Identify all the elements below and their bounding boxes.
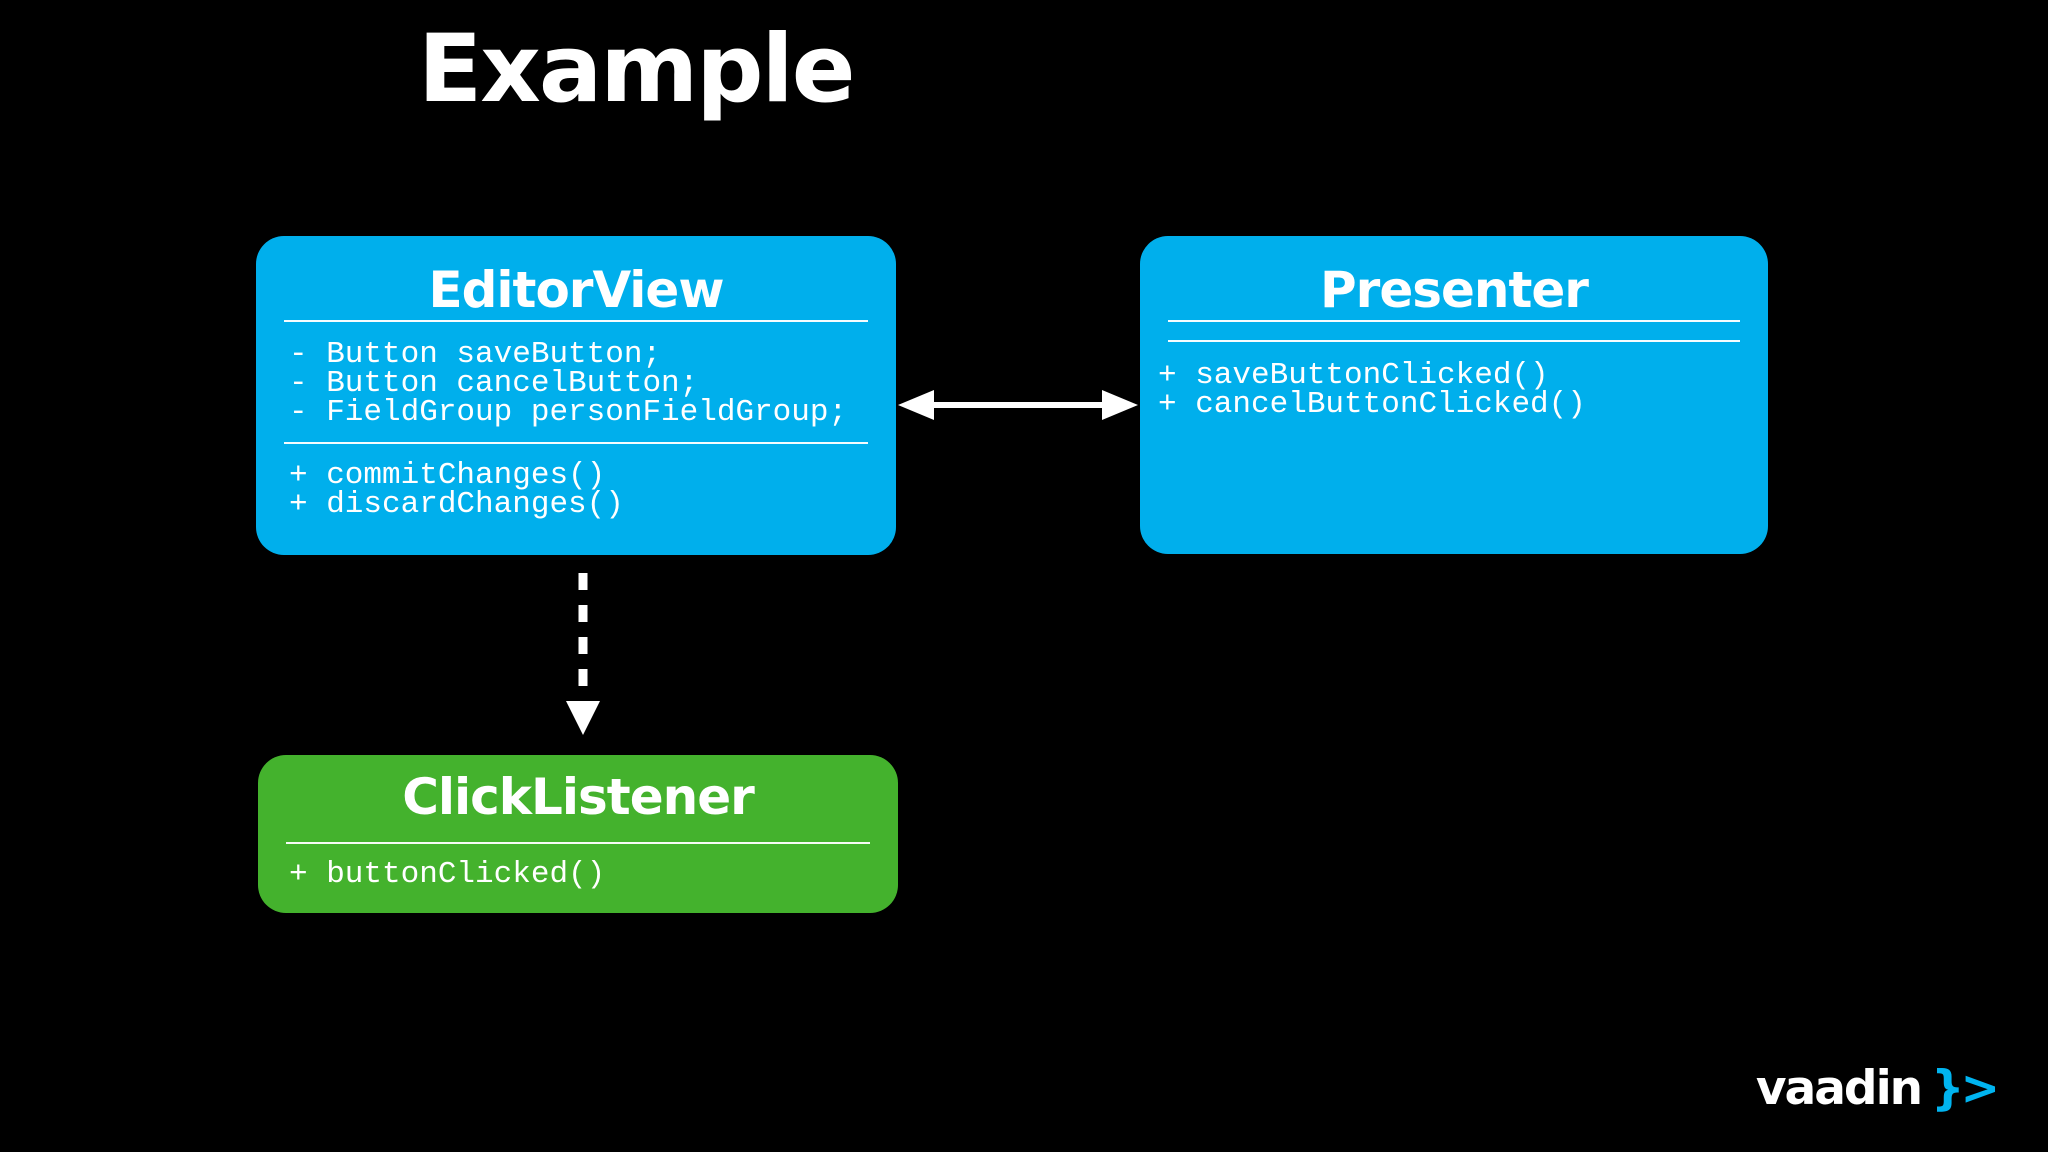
field-line: - Button saveButton; <box>289 337 662 372</box>
double-arrow-icon <box>898 390 1138 420</box>
dashed-arrow-icon <box>566 573 600 735</box>
separator-line <box>284 442 868 444</box>
separator-line <box>1168 340 1740 342</box>
method-line: + saveButtonClicked() <box>1158 358 1549 393</box>
vaadin-logo-symbol-icon: }> <box>1931 1061 2000 1116</box>
class-name-presenter: Presenter <box>1320 261 1589 319</box>
separator-line <box>1168 320 1740 322</box>
class-name-clicklistener: ClickListener <box>402 768 755 826</box>
method-line: + discardChanges() <box>289 487 624 522</box>
field-line: - FieldGroup personFieldGroup; <box>289 395 848 430</box>
separator-line <box>284 320 868 322</box>
vaadin-logo-text: vaadin <box>1755 1061 1923 1116</box>
vaadin-logo: vaadin}> <box>1755 1061 2000 1116</box>
slide-title: Example <box>418 15 855 124</box>
method-line: + cancelButtonClicked() <box>1158 387 1586 422</box>
separator-line <box>286 842 870 844</box>
field-line: - Button cancelButton; <box>289 366 699 401</box>
class-box-presenter: Presenter + saveButtonClicked() + cancel… <box>1140 236 1768 554</box>
class-box-editorview: EditorView - Button saveButton; - Button… <box>256 236 896 555</box>
class-box-clicklistener: ClickListener + buttonClicked() <box>258 755 898 913</box>
class-name-editorview: EditorView <box>428 261 724 319</box>
method-line: + commitChanges() <box>289 458 606 493</box>
method-line: + buttonClicked() <box>289 857 606 892</box>
